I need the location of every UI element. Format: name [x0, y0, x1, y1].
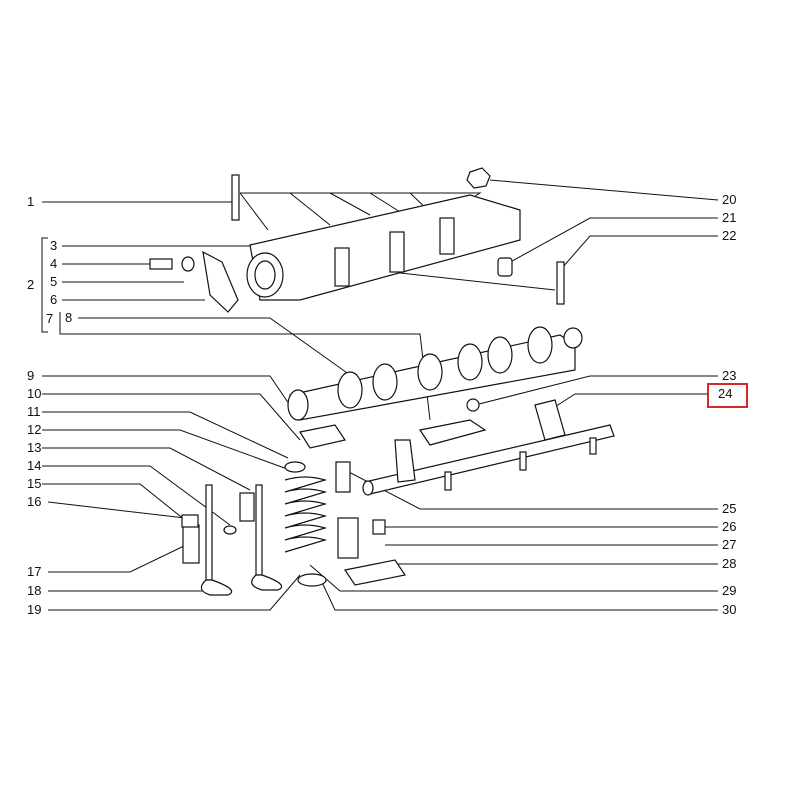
label-15: 15 [27, 476, 42, 491]
label-30: 30 [722, 602, 737, 617]
label-5: 5 [50, 274, 58, 289]
label-1: 1 [27, 194, 35, 209]
label-8: 8 [65, 310, 73, 325]
label-27: 27 [722, 537, 737, 552]
label-3: 3 [50, 238, 58, 253]
label-14: 14 [27, 458, 42, 473]
label-25: 25 [722, 501, 737, 516]
label-24: 24 [718, 386, 733, 401]
label-9: 9 [27, 368, 35, 383]
label-16: 16 [27, 494, 42, 509]
label-20: 20 [722, 192, 737, 207]
leader-lines [41, 179, 719, 611]
label-13: 13 [27, 440, 42, 455]
label-4: 4 [50, 256, 58, 271]
label-26: 26 [722, 519, 737, 534]
label-17: 17 [27, 564, 42, 579]
label-18: 18 [27, 583, 42, 598]
label-10: 10 [27, 386, 42, 401]
label-28: 28 [722, 556, 737, 571]
label-11: 11 [27, 404, 41, 419]
label-22: 22 [722, 228, 737, 243]
label-7: 7 [46, 311, 54, 326]
label-23: 23 [722, 368, 737, 383]
label-2: 2 [27, 277, 35, 292]
label-19: 19 [27, 602, 42, 617]
highlight-box [707, 383, 748, 408]
label-21: 21 [722, 210, 737, 225]
parts [149, 167, 615, 596]
label-29: 29 [722, 583, 737, 598]
label-6: 6 [50, 292, 58, 307]
label-12: 12 [27, 422, 42, 437]
